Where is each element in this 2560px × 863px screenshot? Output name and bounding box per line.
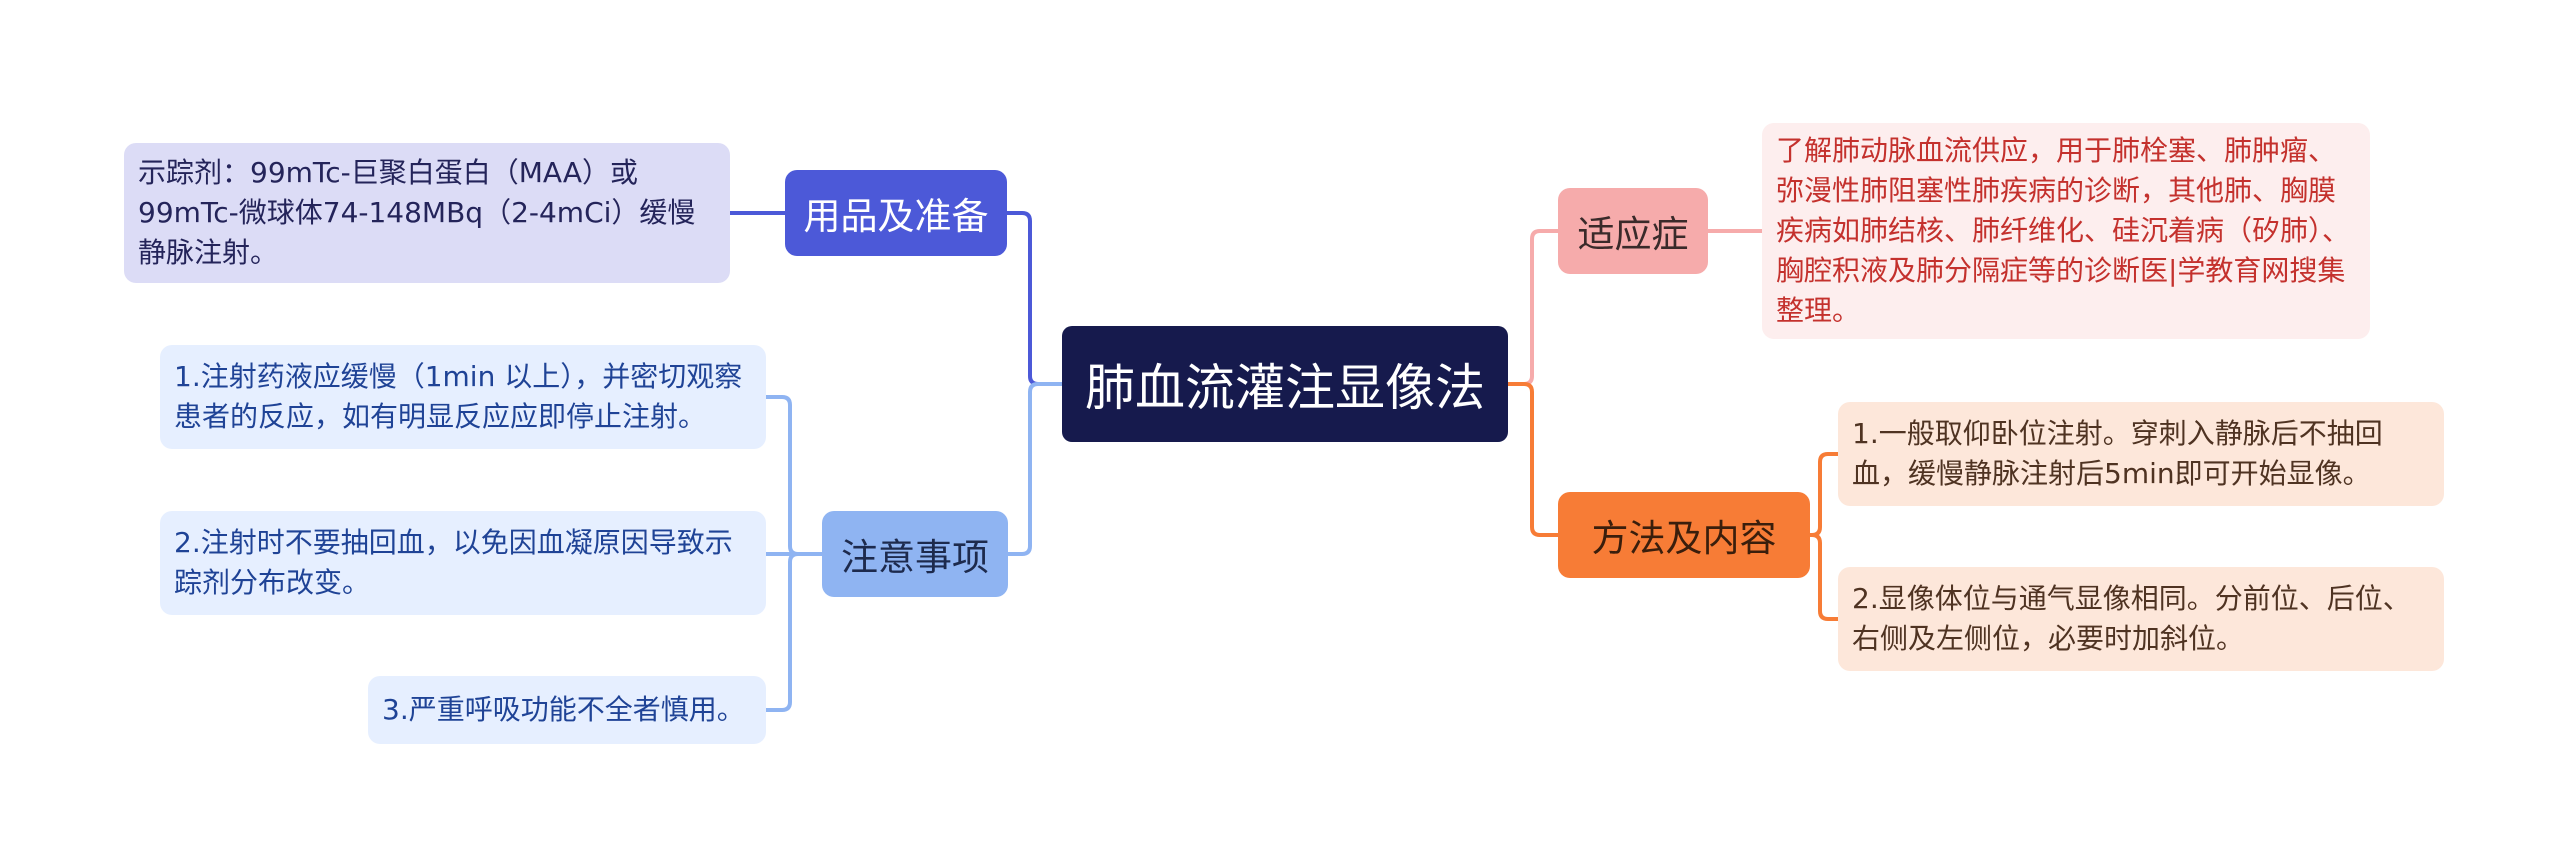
notes-item-3[interactable]: 3.严重呼吸功能不全者慎用。 [368, 676, 766, 744]
indication-item-1-text: 了解肺动脉血流供应，用于肺栓塞、肺肿瘤、弥漫性肺阻塞性肺疾病的诊断，其他肺、胸膜… [1776, 134, 2351, 327]
branch-method[interactable]: 方法及内容 [1558, 492, 1810, 578]
supplies-item-1-text: 示踪剂：99mTc-巨聚白蛋白（MAA）或99mTc-微球体74-148MBq（… [138, 156, 696, 269]
method-item-2[interactable]: 2.显像体位与通气显像相同。分前位、后位、右侧及左侧位，必要时加斜位。 [1838, 567, 2444, 671]
branch-supplies-label: 用品及准备 [803, 195, 989, 238]
root-topic-label: 肺血流灌注显像法 [1085, 359, 1485, 417]
connector-notes-leaf-1 [764, 395, 824, 556]
notes-item-1[interactable]: 1.注射药液应缓慢（1min 以上），并密切观察患者的反应，如有明显反应应即停止… [160, 345, 766, 449]
branch-method-label: 方法及内容 [1591, 517, 1777, 560]
branch-notes[interactable]: 注意事项 [822, 511, 1008, 597]
branch-notes-label: 注意事项 [841, 536, 989, 579]
connector-root-indication [1506, 229, 1560, 386]
connector-root-notes [1006, 382, 1064, 556]
method-item-1[interactable]: 1.一般取仰卧位注射。穿刺入静脉后不抽回血，缓慢静脉注射后5min即可开始显像。 [1838, 402, 2444, 506]
connector-method-leaf-2 [1808, 533, 1840, 621]
notes-item-1-text: 1.注射药液应缓慢（1min 以上），并密切观察患者的反应，如有明显反应应即停止… [174, 360, 743, 433]
notes-item-3-text: 3.严重呼吸功能不全者慎用。 [382, 693, 745, 726]
branch-indication-label: 适应症 [1577, 213, 1689, 256]
connector-method-leaf-1 [1808, 452, 1840, 537]
connector-notes-leaf-3 [764, 552, 824, 712]
notes-item-2[interactable]: 2.注射时不要抽回血，以免因血凝原因导致示踪剂分布改变。 [160, 511, 766, 615]
root-topic[interactable]: 肺血流灌注显像法 [1062, 326, 1508, 442]
branch-indication[interactable]: 适应症 [1558, 188, 1708, 274]
method-item-1-text: 1.一般取仰卧位注射。穿刺入静脉后不抽回血，缓慢静脉注射后5min即可开始显像。 [1852, 417, 2383, 490]
connector-root-supplies [1005, 211, 1064, 386]
notes-item-2-text: 2.注射时不要抽回血，以免因血凝原因导致示踪剂分布改变。 [174, 526, 733, 599]
supplies-item-1[interactable]: 示踪剂：99mTc-巨聚白蛋白（MAA）或99mTc-微球体74-148MBq（… [124, 143, 730, 283]
indication-item-1[interactable]: 了解肺动脉血流供应，用于肺栓塞、肺肿瘤、弥漫性肺阻塞性肺疾病的诊断，其他肺、胸膜… [1762, 123, 2370, 339]
connector-root-method [1506, 382, 1560, 537]
method-item-2-text: 2.显像体位与通气显像相同。分前位、后位、右侧及左侧位，必要时加斜位。 [1852, 582, 2411, 655]
branch-supplies[interactable]: 用品及准备 [785, 170, 1007, 256]
